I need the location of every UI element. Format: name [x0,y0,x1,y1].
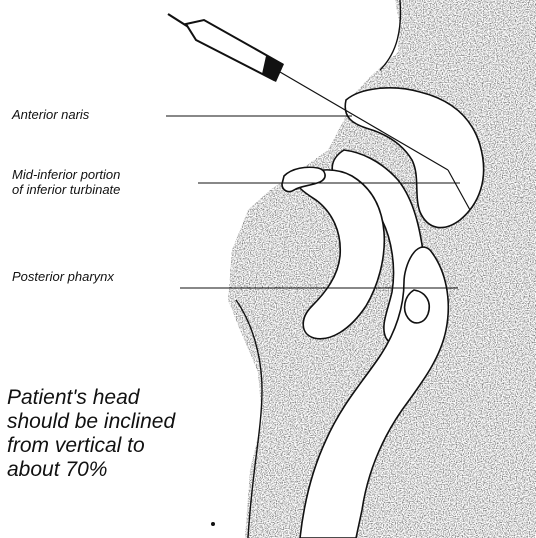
caption-line-1: Patient's head [7,386,175,410]
label-posterior-pharynx: Posterior pharynx [12,270,114,284]
label-turbinate-line2: of inferior turbinate [12,183,120,197]
caption-line-4: about 70% [7,458,175,482]
caption-line-2: should be inclined [7,410,175,434]
caption-block: Patient's head should be inclined from v… [7,386,175,482]
label-anterior-naris: Anterior naris [12,108,89,122]
label-turbinate-line1: Mid-inferior portion [12,168,120,182]
dot-mark [211,522,215,526]
caption-line-3: from vertical to [7,434,175,458]
